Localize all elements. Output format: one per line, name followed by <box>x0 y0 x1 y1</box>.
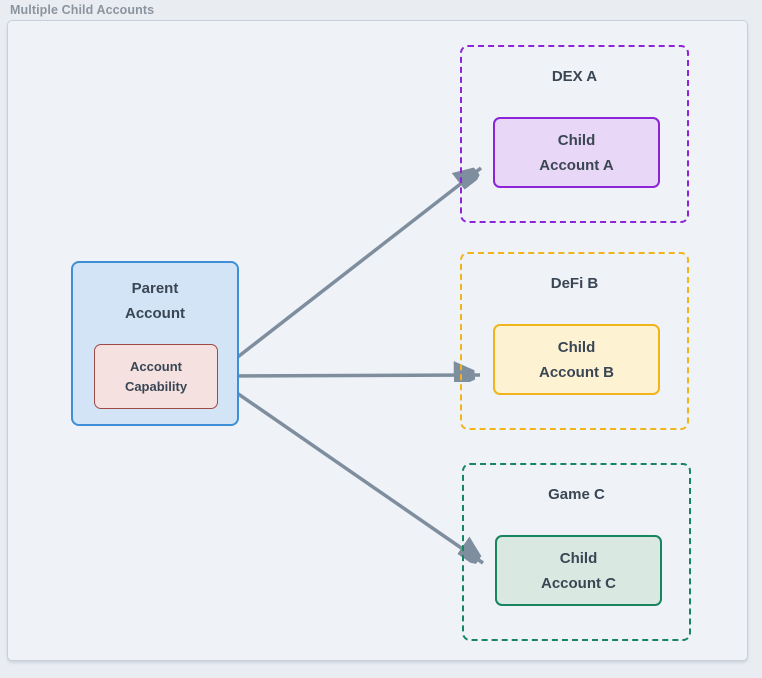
child-account-b-label: Child Account B <box>539 338 614 381</box>
group-dex-a: DEX A Child Account A <box>460 45 689 223</box>
group-game-c-label: Game C <box>548 486 605 503</box>
child-account-a-node: Child Account A <box>493 117 660 188</box>
arrow-capability-to-child-b <box>220 375 481 376</box>
parent-account-node: Parent Account Account Capability <box>71 261 239 426</box>
account-capability-node: Account Capability <box>94 344 218 409</box>
group-game-c: Game C Child Account C <box>462 463 691 641</box>
child-account-a-label: Child Account A <box>539 131 614 174</box>
parent-account-label: Parent Account <box>125 280 185 322</box>
child-account-c-label: Child Account C <box>541 549 616 592</box>
arrow-capability-to-child-c <box>220 380 483 563</box>
arrow-capability-to-child-a <box>219 168 483 372</box>
child-account-c-node: Child Account C <box>495 535 662 606</box>
group-defi-b: DeFi B Child Account B <box>460 252 689 430</box>
account-capability-label: Account Capability <box>124 358 188 394</box>
group-dex-a-label: DEX A <box>551 68 598 85</box>
diagram-canvas: Parent Account Account Capability DEX A … <box>7 20 748 661</box>
child-account-b-node: Child Account B <box>493 324 660 395</box>
group-defi-b-label: DeFi B <box>550 275 599 292</box>
diagram-title: Multiple Child Accounts <box>10 3 155 17</box>
